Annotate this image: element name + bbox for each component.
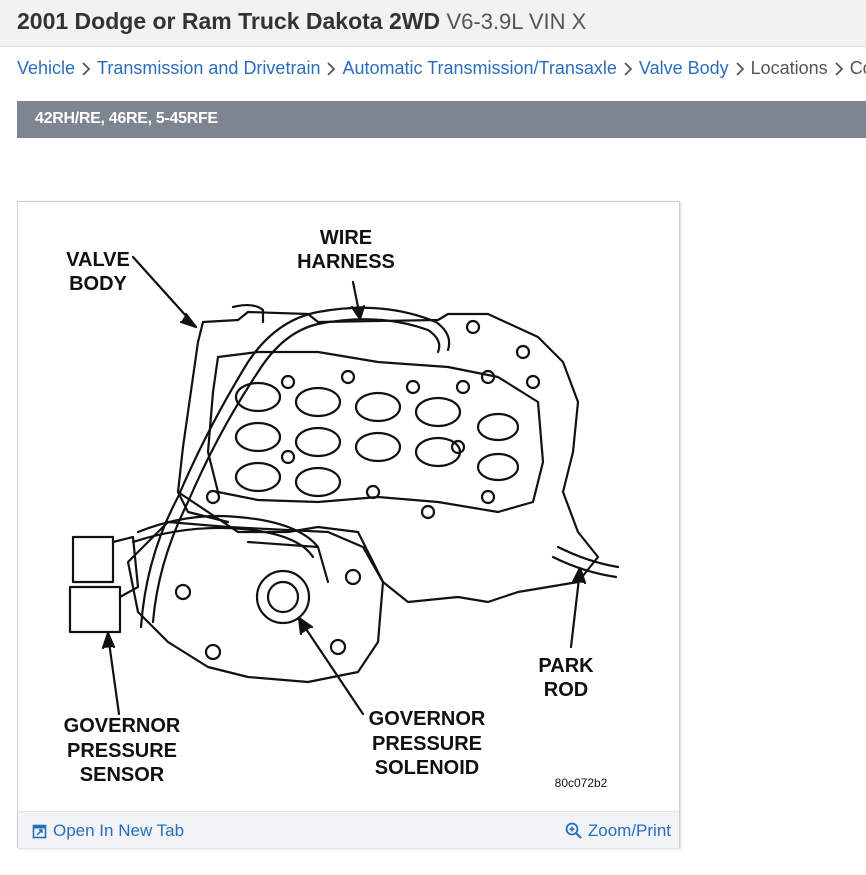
open-in-new-tab-link[interactable]: Open In New Tab — [32, 821, 184, 841]
figure-code: 80c072b2 — [555, 776, 608, 790]
valve-body-drawing — [68, 255, 620, 716]
label-park-rod-2: ROD — [544, 679, 588, 701]
breadcrumb-truncated: Co — [849, 58, 866, 78]
label-park-rod-1: PARK — [538, 655, 594, 677]
valve-body-diagram: VALVE BODY WIRE HARNESS PARK ROD GOVERNO… — [64, 227, 620, 790]
section-header: 42RH/RE, 46RE, 5-45RFE — [17, 101, 866, 138]
chevron-right-icon — [729, 58, 751, 79]
chevron-right-icon — [828, 58, 850, 79]
figure-image: VALVE BODY WIRE HARNESS PARK ROD GOVERNO… — [18, 202, 679, 811]
open-in-new-tab-label: Open In New Tab — [53, 821, 185, 840]
label-wire-2: HARNESS — [297, 251, 395, 273]
breadcrumb-locations: Locations — [750, 58, 828, 78]
label-gov-solenoid-1: GOVERNOR — [369, 708, 486, 730]
label-gov-sensor-3: SENSOR — [80, 764, 165, 786]
breadcrumb-transmission-drivetrain[interactable]: Transmission and Drivetrain — [97, 58, 321, 78]
label-gov-solenoid-3: SOLENOID — [375, 757, 479, 779]
breadcrumb-vehicle[interactable]: Vehicle — [17, 58, 76, 78]
page-title: 2001 Dodge or Ram Truck Dakota 2WD V6-3.… — [17, 8, 586, 35]
label-wire-1: WIRE — [320, 227, 372, 249]
breadcrumb-automatic-transmission[interactable]: Automatic Transmission/Transaxle — [342, 58, 617, 78]
breadcrumb-valve-body[interactable]: Valve Body — [638, 58, 729, 78]
page-title-text: 2001 Dodge or Ram Truck Dakota 2WD — [17, 8, 441, 34]
zoom-print-link[interactable]: Zoom/Print — [565, 821, 671, 841]
chevron-right-icon — [75, 58, 97, 79]
zoom-in-icon — [565, 822, 582, 839]
label-valve-body-2: BODY — [69, 273, 127, 295]
chevron-right-icon — [320, 58, 342, 79]
figure-footer: Open In New Tab Zoom/Print — [18, 811, 679, 848]
chevron-right-icon — [617, 58, 639, 79]
label-gov-solenoid-2: PRESSURE — [372, 733, 482, 755]
label-gov-sensor-2: PRESSURE — [67, 740, 177, 762]
breadcrumb: Vehicle Transmission and Drivetrain Automa… — [17, 58, 866, 80]
zoom-print-label: Zoom/Print — [587, 821, 671, 840]
label-gov-sensor-1: GOVERNOR — [64, 715, 181, 737]
label-valve-body-1: VALVE — [66, 249, 130, 271]
page-subtitle: V6-3.9L VIN X — [446, 9, 587, 34]
section-title: 42RH/RE, 46RE, 5-45RFE — [35, 110, 218, 127]
figure-card: VALVE BODY WIRE HARNESS PARK ROD GOVERNO… — [17, 201, 680, 848]
page-header: 2001 Dodge or Ram Truck Dakota 2WD V6-3.… — [0, 0, 866, 47]
open-new-tab-icon — [32, 824, 47, 839]
